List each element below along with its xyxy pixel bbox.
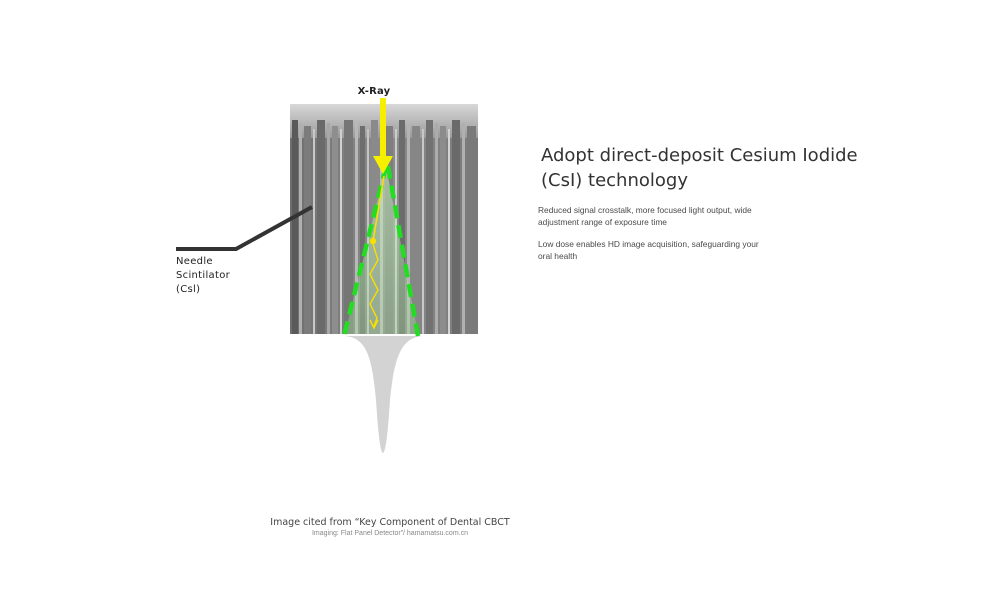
needle-column [435, 123, 438, 334]
needle-column [299, 123, 302, 334]
needle-column [440, 126, 446, 334]
headline-line-2: (CsI) technology [541, 170, 688, 191]
needle-column [407, 123, 410, 334]
citation-main-text: Image cited from “Key Component of Denta… [270, 517, 510, 528]
needle-column [332, 126, 338, 334]
x-ray-label: X-Ray [357, 86, 391, 97]
needle-column [448, 129, 450, 334]
light-spread-profile [345, 336, 422, 453]
needle-column [344, 120, 353, 334]
needle-label-line-2: Scintilator [176, 270, 231, 281]
needle-column [304, 126, 311, 334]
needle-column [412, 126, 420, 334]
needle-column [399, 120, 405, 334]
needle-column [317, 120, 325, 334]
needle-column [340, 129, 342, 334]
paragraph-1-line-1: Reduced signal crosstalk, more focused l… [538, 205, 752, 215]
citation-sub-text: Imaging: Flat Panel Detector”/ hamamatsu… [311, 530, 468, 537]
paragraph-1-line-2: adjustment range of exposure time [538, 216, 667, 227]
cone-boundary-left [341, 165, 389, 337]
needle-column [360, 126, 365, 334]
light-cone-fill [345, 166, 418, 334]
feature-paragraph-low-dose: Low dose enables HD image acquisition, s… [538, 239, 798, 262]
feature-paragraph-crosstalk: Reduced signal crosstalk, more focused l… [538, 205, 798, 228]
leader-line [176, 205, 313, 251]
paragraph-2-line-2: oral health [538, 250, 578, 261]
cone-boundary-right [385, 165, 421, 337]
light-path [369, 175, 385, 330]
image-citation: Image cited from “Key Component of Denta… [230, 517, 550, 537]
paragraph-2-line-1: Low dose enables HD image acquisition, s… [538, 239, 759, 249]
section-headline: Adopt direct-deposit Cesium Iodide (CsI)… [541, 143, 871, 193]
headline-line-1: Adopt direct-deposit Cesium Iodide [541, 145, 858, 166]
needle-column [452, 120, 460, 334]
needle-column [426, 120, 433, 334]
needle-label-line-1: Needle [176, 256, 213, 267]
needle-column [327, 123, 330, 334]
needle-label-line-3: (Csl) [176, 284, 201, 295]
needle-column [462, 123, 465, 334]
needle-column [292, 120, 298, 334]
x-ray-arrow [373, 98, 393, 174]
needle-column [313, 129, 315, 334]
needle-column [422, 129, 424, 334]
needle-scintillator-label: Needle Scintilator (Csl) [176, 255, 230, 297]
needle-column [467, 126, 476, 334]
needle-column [355, 123, 358, 334]
